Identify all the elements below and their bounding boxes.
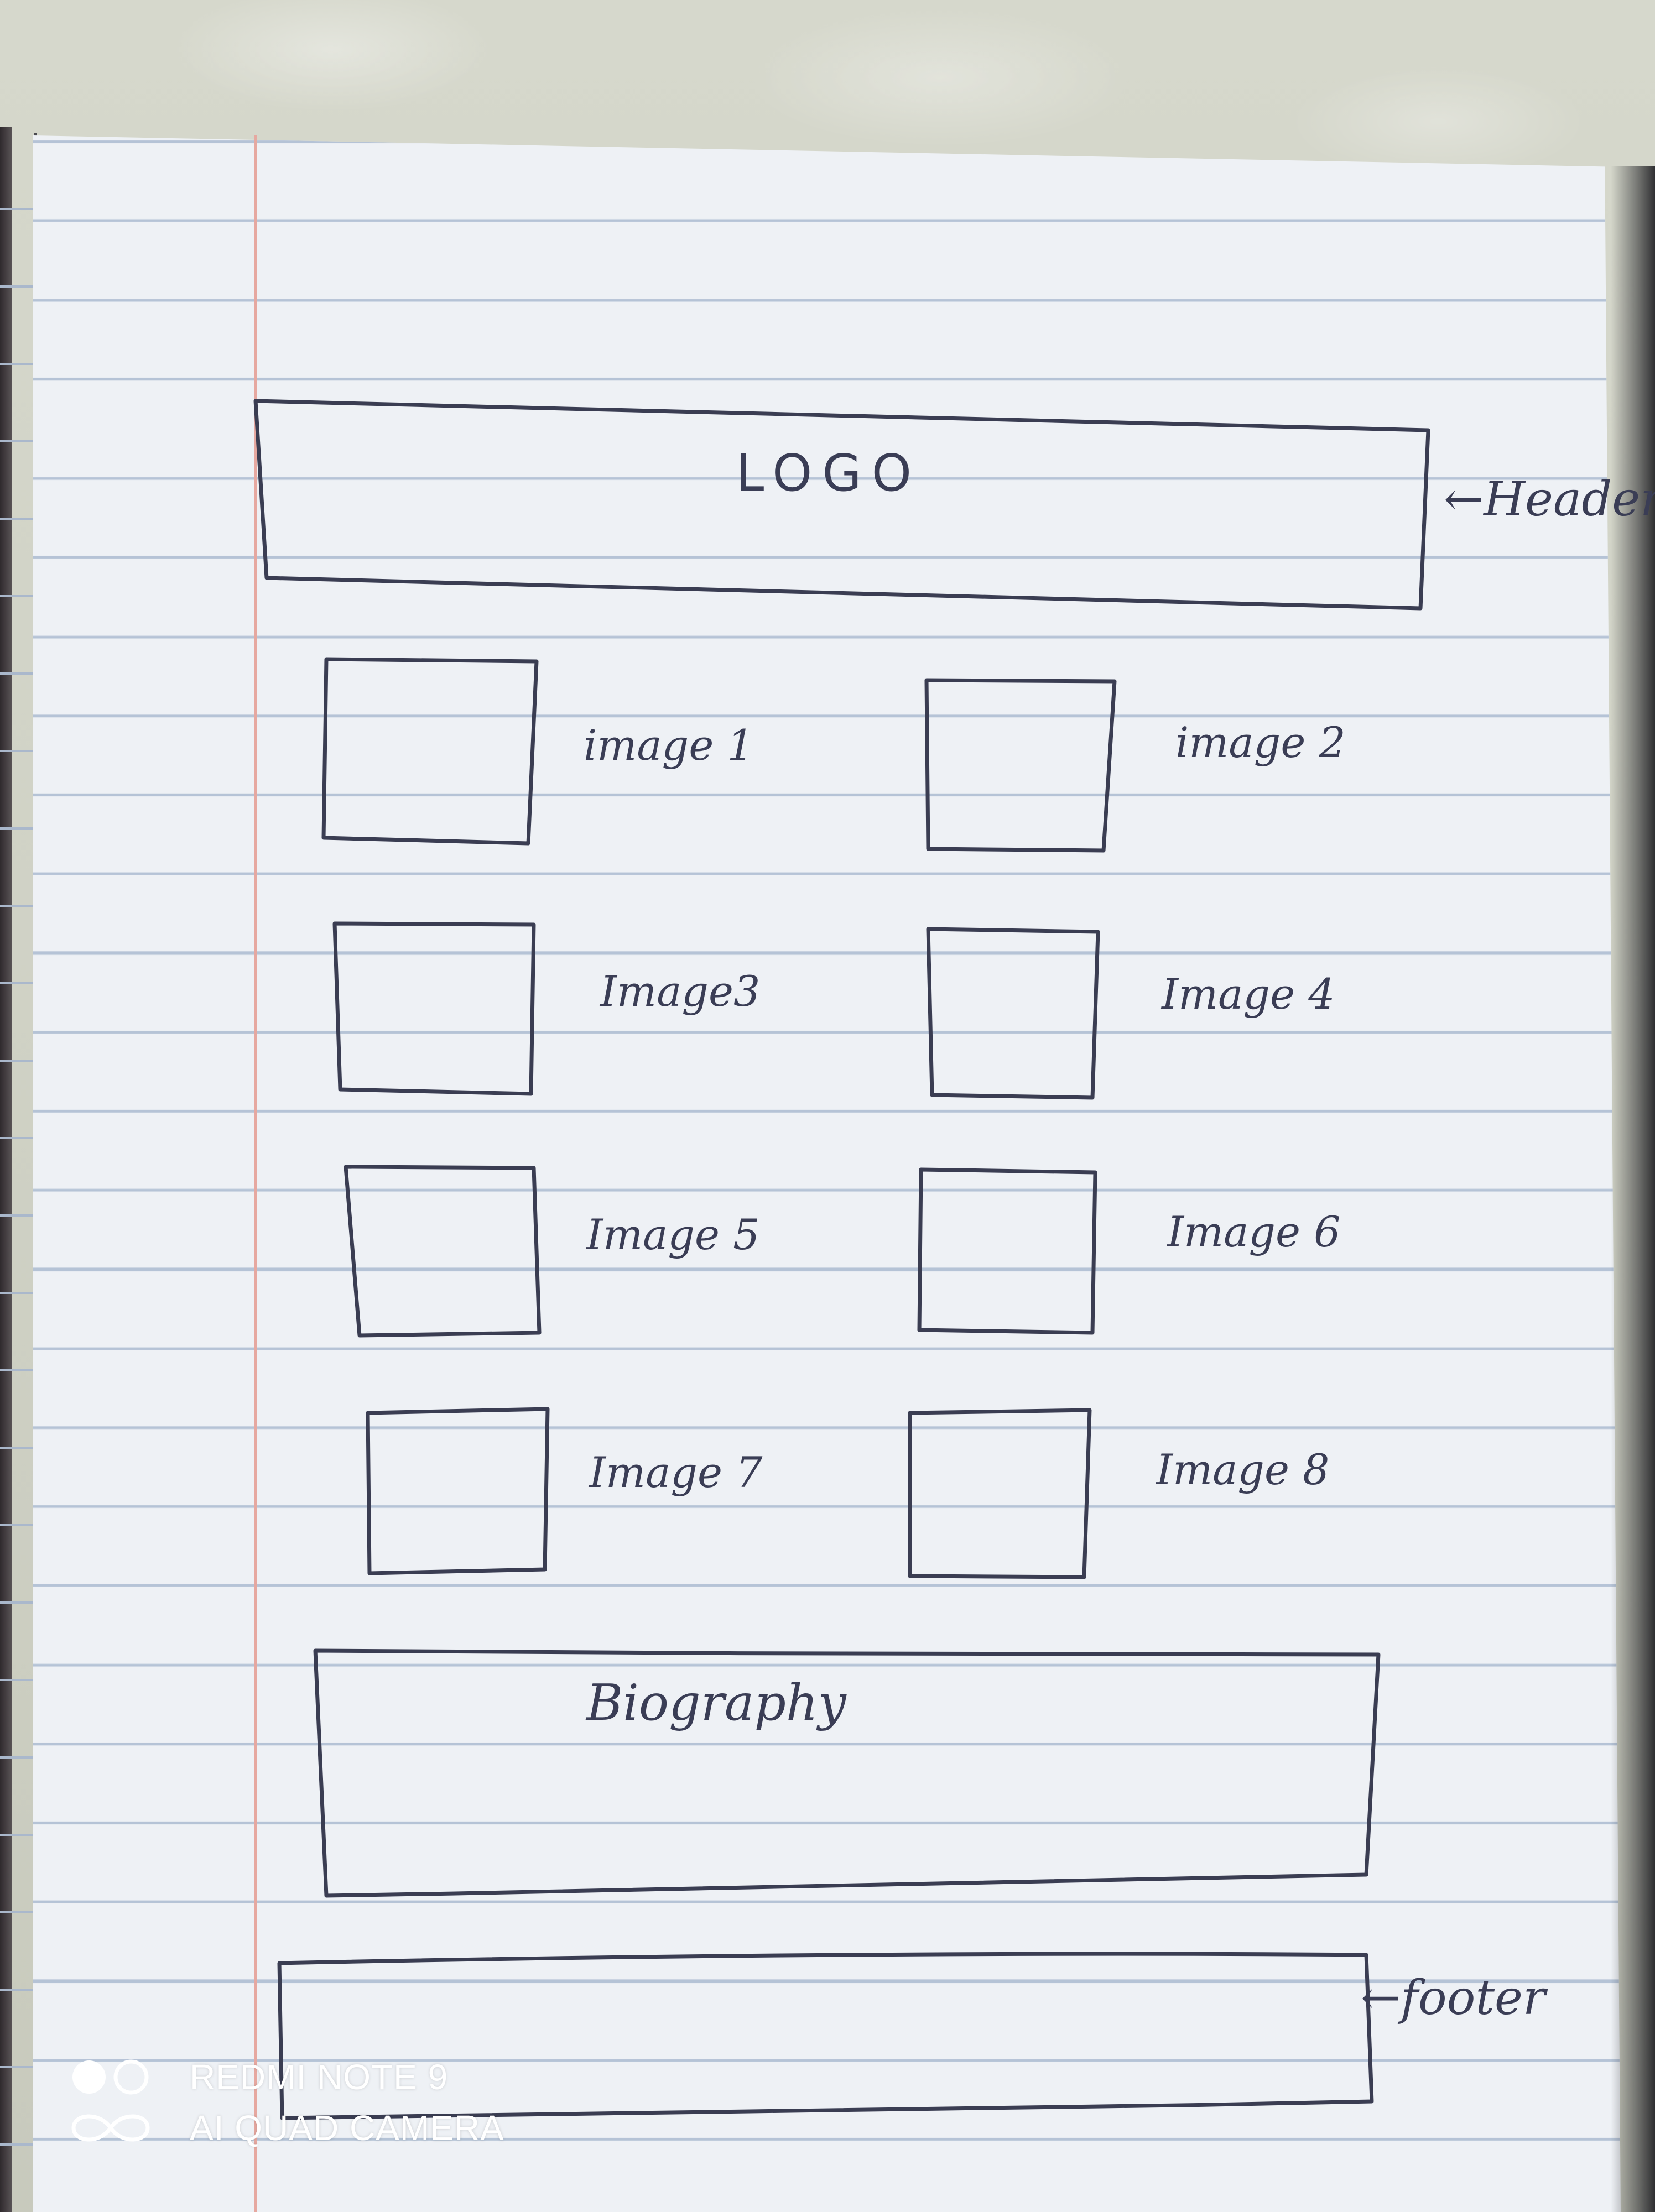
image-box-3: [332, 921, 536, 1096]
page-edge-shadow: [1611, 166, 1655, 2212]
watermark-line-2: AI QUAD CAMERA: [190, 2108, 504, 2148]
image-label-2: image 2: [1175, 718, 1346, 767]
image-box-8: [908, 1408, 1092, 1579]
image-label-8: Image 8: [1156, 1445, 1330, 1494]
footer-box: [277, 1952, 1374, 2120]
notebook-page: [33, 135, 1621, 2212]
left-arrow-icon: ←: [1444, 472, 1484, 527]
image-box-1: [321, 657, 539, 846]
biography-box: [313, 1648, 1381, 1898]
image-box-5: [344, 1165, 542, 1338]
header-annotation: ←Header: [1444, 472, 1655, 527]
quad-camera-icon: [71, 2059, 150, 2142]
logo-label: LOGO: [736, 444, 922, 503]
image-label-6: Image 6: [1167, 1207, 1341, 1256]
image-box-2: [924, 678, 1117, 853]
image-label-7: Image 7: [589, 1448, 763, 1497]
image-label-3: Image3: [600, 967, 761, 1016]
footer-annotation: ←footer: [1361, 1970, 1546, 2026]
watermark-line-1: REDMI NOTE 9: [190, 2057, 449, 2097]
image-label-5: Image 5: [586, 1210, 760, 1259]
image-box-4: [926, 927, 1100, 1100]
image-box-7: [366, 1407, 550, 1575]
image-label-1: image 1: [584, 721, 754, 770]
biography-label: Biography: [586, 1674, 846, 1732]
image-label-4: Image 4: [1162, 969, 1335, 1019]
left-arrow-icon: ←: [1361, 1970, 1401, 2026]
header-box: [253, 399, 1430, 611]
margin-line: [254, 135, 257, 2212]
image-box-6: [917, 1167, 1097, 1335]
